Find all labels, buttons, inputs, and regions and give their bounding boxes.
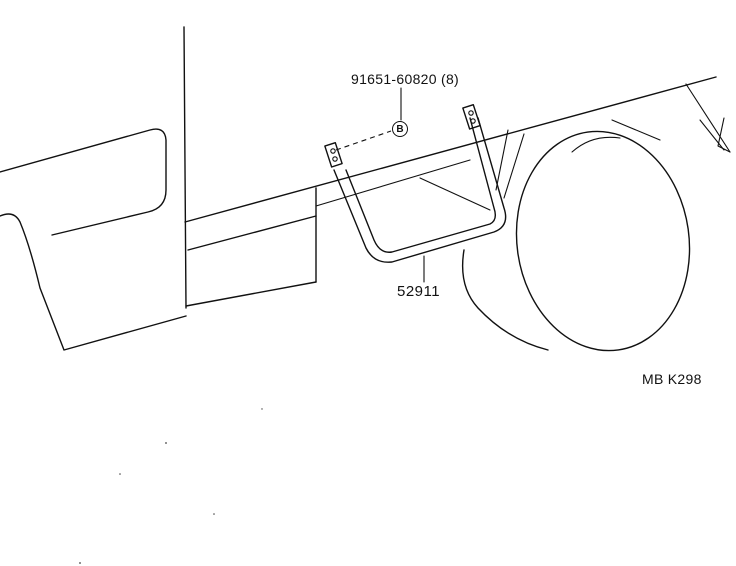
lower-panel-line bbox=[187, 215, 317, 251]
bolt-hole-right-upper bbox=[468, 110, 474, 116]
bolt-dashed-leader bbox=[335, 130, 392, 151]
step-part-number-label: 52911 bbox=[397, 283, 441, 300]
bracket-strut-b bbox=[503, 133, 525, 199]
suspension-bracket bbox=[717, 117, 731, 153]
speck bbox=[165, 442, 167, 444]
bolt-callout-b: B bbox=[392, 121, 408, 137]
speck bbox=[213, 513, 215, 515]
tire-top-edge bbox=[611, 119, 661, 141]
body-sill-line bbox=[184, 76, 717, 223]
suspension-line-a bbox=[685, 83, 731, 153]
speck bbox=[79, 562, 81, 564]
tire-inner-arc bbox=[571, 136, 621, 153]
tire-tread-edge bbox=[461, 249, 549, 351]
rear-fender-panel-line bbox=[0, 128, 167, 236]
bolt-part-number-label: 91651-60820 (8) bbox=[351, 71, 460, 87]
bracket-left-mount-plate bbox=[324, 141, 343, 168]
step-bracket-outer bbox=[333, 117, 507, 263]
illustration-code-label: MB K298 bbox=[642, 371, 702, 387]
step-bracket bbox=[324, 103, 507, 263]
cab-door-edge bbox=[183, 26, 187, 309]
front-fender-curve bbox=[0, 213, 187, 351]
vehicle-body bbox=[0, 26, 717, 351]
bolt-hole-left-lower bbox=[332, 156, 338, 162]
step-bracket-inner bbox=[345, 117, 497, 253]
bolt-hole-right-lower bbox=[470, 118, 476, 124]
scan-specks bbox=[79, 408, 263, 564]
leader-lines bbox=[335, 87, 425, 283]
bolt-hole-left-upper bbox=[330, 148, 336, 154]
bracket-right-mount-plate bbox=[462, 103, 481, 130]
bracket-strut-a bbox=[495, 129, 509, 191]
tire-outer-ellipse bbox=[515, 130, 691, 352]
rocker-bottom-line bbox=[185, 281, 317, 307]
rear-tire bbox=[461, 83, 731, 352]
speck bbox=[119, 473, 121, 475]
step-tread-line bbox=[419, 177, 491, 211]
suspension-line-b bbox=[699, 119, 725, 151]
speck bbox=[261, 408, 263, 410]
frame-rail-line bbox=[315, 159, 471, 207]
